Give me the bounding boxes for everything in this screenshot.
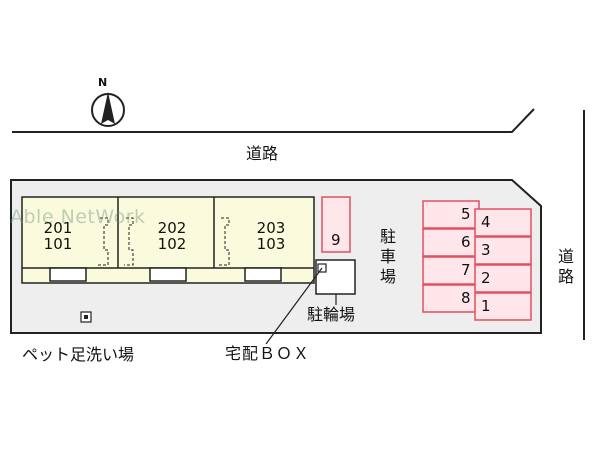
parking-slot-number: 1: [481, 297, 491, 315]
parking-slot-number: 2: [481, 269, 491, 287]
unit-number-upper: 202: [157, 219, 187, 237]
road-right-label: 道 路: [556, 247, 576, 287]
unit-number-lower: 103: [256, 235, 286, 253]
unit-label-203-103: 203 103: [253, 220, 289, 252]
parking-label-char-2: 車: [379, 247, 396, 266]
parking-slot-number: 3: [481, 241, 491, 259]
road-edge-top: [12, 108, 535, 133]
unit-number-upper: 203: [256, 219, 286, 237]
unit-label-202-102: 202 102: [154, 220, 190, 252]
compass-north-label: N: [98, 76, 108, 89]
parking-slot-number: 4: [481, 213, 491, 231]
parking-slot-number: 8: [461, 289, 471, 307]
parking-slot-number: 9: [331, 231, 341, 249]
unit-number-lower: 102: [157, 235, 187, 253]
parking-slot-9: [321, 196, 351, 253]
unit-label-201-101: 201 101: [40, 220, 76, 252]
parking-label-char-1: 駐: [379, 227, 396, 246]
road-top-label: 道路: [246, 144, 279, 163]
delivery-box-label: 宅配ＢＯＸ: [225, 344, 311, 363]
parking-label-char-3: 場: [379, 267, 396, 286]
pet-wash-label: ペット足洗い場: [22, 345, 135, 364]
parking-slot-number: 6: [461, 233, 471, 251]
parking-label: 駐 車 場: [378, 227, 398, 287]
bicycle-parking-label: 駐輪場: [307, 305, 356, 324]
unit-number-lower: 101: [43, 235, 73, 253]
watermark: Able NetWork: [10, 206, 146, 228]
compass-icon: [91, 92, 125, 127]
parking-slot-number: 7: [461, 261, 471, 279]
road-right-char-1: 道: [557, 247, 574, 266]
parking-slot-number: 5: [461, 205, 471, 223]
parking-grid: [422, 200, 532, 321]
unit-number-upper: 201: [43, 219, 73, 237]
road-right-char-2: 路: [557, 267, 574, 286]
